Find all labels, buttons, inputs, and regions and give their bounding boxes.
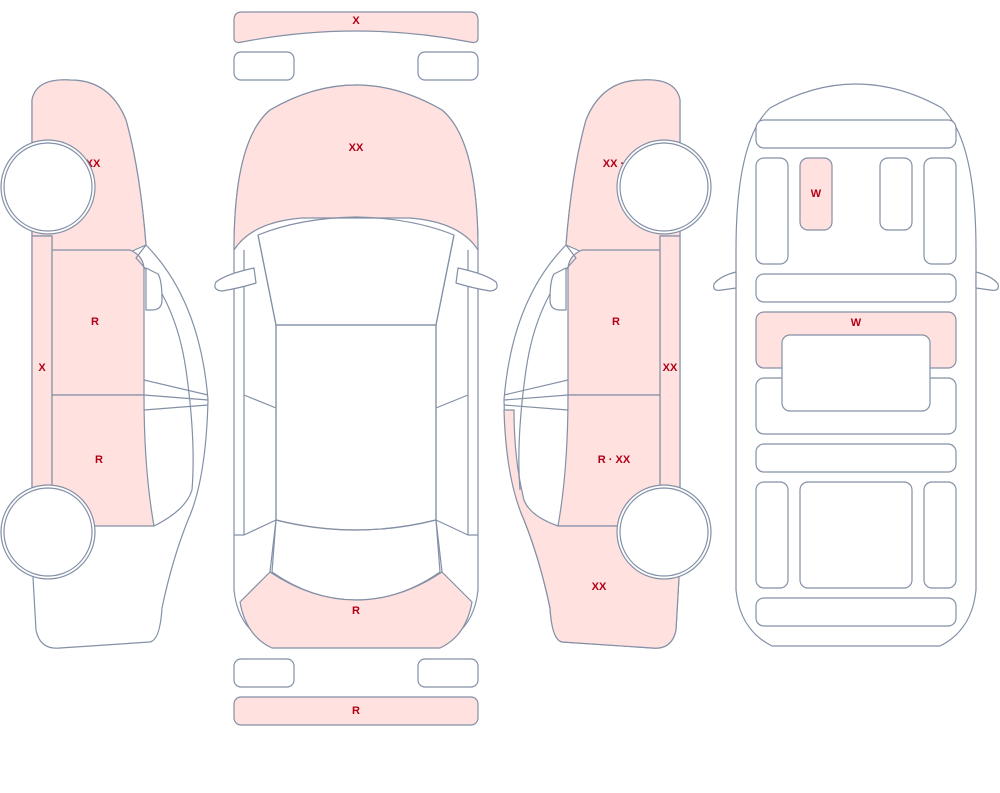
left-front-door[interactable] (51, 249, 145, 396)
rear-bumper-label: R (352, 705, 360, 717)
left-mirror[interactable] (214, 267, 257, 292)
front-seat-driver[interactable] (799, 157, 833, 231)
right-rear-door-label: R · XX (598, 454, 631, 466)
left-side-view: XX X R R (0, 79, 209, 649)
right-front-door-label: R (612, 316, 620, 328)
right-front-wheel[interactable] (619, 142, 709, 232)
right-rocker[interactable] (659, 235, 681, 527)
left-front-wheel[interactable] (3, 142, 93, 232)
right-front-door[interactable] (567, 249, 661, 396)
interior-right-mirror[interactable] (975, 271, 999, 291)
rear-left-door-panel[interactable] (755, 481, 789, 589)
front-seat-passenger[interactable] (879, 157, 913, 231)
center-console-label: W (851, 317, 862, 329)
right-window-lines (503, 244, 577, 491)
interior-left-mirror[interactable] (713, 271, 737, 291)
right-rear-quarter-label: XX (592, 581, 607, 593)
left-front-door-label: R (91, 316, 99, 328)
interior-view: W W (713, 83, 999, 647)
front-right-door-panel[interactable] (923, 157, 957, 265)
trunk[interactable] (239, 571, 473, 649)
left-mirror-side[interactable] (145, 267, 163, 311)
right-mirror[interactable] (455, 267, 498, 292)
right-rear-quarter[interactable] (503, 409, 681, 649)
rear-bumper[interactable] (233, 696, 479, 726)
left-rear-wheel[interactable] (3, 487, 93, 577)
left-side-lines (234, 234, 277, 573)
hood-label: XX (349, 142, 364, 154)
top-view: X XX R R (214, 11, 498, 726)
front-seat-label: W (811, 188, 822, 200)
right-side-view: XX · R XX R R · XX XX (503, 79, 712, 649)
right-rocker-label: XX (663, 362, 678, 374)
front-left-door-panel[interactable] (755, 157, 789, 265)
rear-cross-panel[interactable] (755, 443, 957, 473)
left-window-lines (135, 244, 209, 527)
rear-right-light[interactable] (417, 658, 479, 688)
front-cross-panel[interactable] (755, 273, 957, 303)
rear-right-door-panel[interactable] (923, 481, 957, 589)
rear-bench[interactable] (799, 481, 913, 589)
front-left-light[interactable] (233, 51, 295, 81)
hood[interactable] (233, 84, 479, 251)
left-rocker[interactable] (31, 235, 53, 527)
windshield (257, 216, 455, 326)
front-bumper[interactable] (233, 11, 479, 44)
trunk-floor[interactable] (755, 597, 957, 627)
right-rear-wheel[interactable] (619, 487, 709, 577)
front-bumper-label: X (352, 15, 360, 27)
rear-left-light[interactable] (233, 658, 295, 688)
dashboard[interactable] (755, 119, 957, 149)
left-rear-door-label: R (95, 454, 103, 466)
right-side-lines (435, 234, 478, 573)
right-mirror-side[interactable] (549, 267, 567, 311)
front-right-light[interactable] (417, 51, 479, 81)
left-rocker-label: X (38, 362, 46, 374)
console-inner[interactable] (781, 334, 931, 412)
trunk-label: R (352, 605, 360, 617)
